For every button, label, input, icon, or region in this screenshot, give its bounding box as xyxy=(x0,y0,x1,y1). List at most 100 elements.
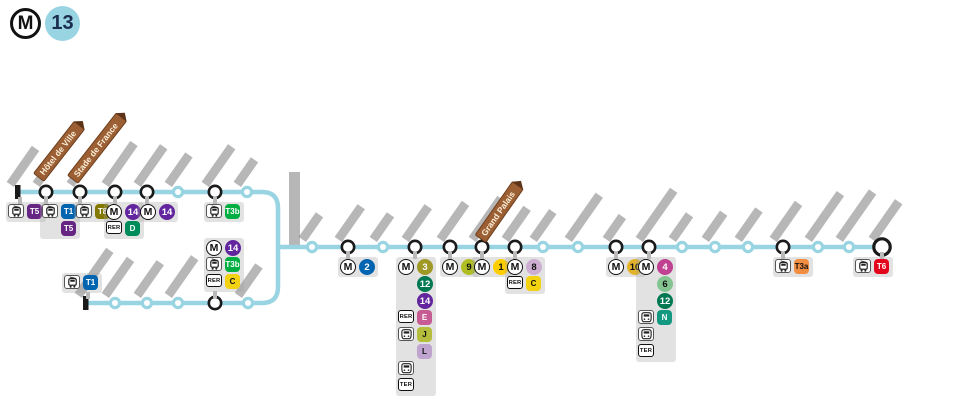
station-marker[interactable] xyxy=(376,240,390,254)
station-marker[interactable] xyxy=(571,240,585,254)
line-badge-T3a: T3a xyxy=(794,259,809,274)
line-13-bullet: 13 xyxy=(45,6,80,41)
badge-connector xyxy=(18,197,22,204)
station-marker[interactable] xyxy=(240,185,254,199)
badge-connector xyxy=(880,252,884,259)
station-marker[interactable] xyxy=(305,240,319,254)
line-badge-14: 14 xyxy=(159,204,175,220)
train-icon xyxy=(638,327,654,341)
line-badge-N: N xyxy=(657,310,672,325)
line-badge-14: 14 xyxy=(417,293,433,309)
station-marker[interactable] xyxy=(811,240,825,254)
rer-icon: RER xyxy=(398,310,414,323)
tram-icon xyxy=(775,259,791,273)
tram-icon xyxy=(855,259,871,273)
line-badge-T3b: T3b xyxy=(225,204,240,219)
metro-icon: M xyxy=(638,259,654,275)
ter-badge: TER xyxy=(398,378,414,391)
hidden-station-name-placeholder xyxy=(289,172,300,248)
badge-connector xyxy=(78,197,82,204)
line-badge-C: C xyxy=(225,274,240,289)
badge-connector xyxy=(647,252,651,259)
train-icon xyxy=(398,327,414,341)
terminus-cap xyxy=(15,185,21,199)
badge-connector xyxy=(346,252,350,259)
tram-icon xyxy=(8,204,24,218)
tram-icon xyxy=(206,204,222,218)
train-icon-glyph xyxy=(640,311,652,322)
metro-icon: M xyxy=(398,259,414,275)
line-badge-12: 12 xyxy=(417,276,433,292)
rer-icon: RER xyxy=(206,274,222,287)
tram-icon-glyph xyxy=(209,204,219,217)
train-icon xyxy=(398,361,414,375)
badge-connector xyxy=(448,252,452,259)
metro-logo-icon: M xyxy=(10,8,41,39)
tram-icon xyxy=(206,257,222,271)
tram-icon-glyph xyxy=(11,204,21,217)
metro-icon: M xyxy=(474,259,490,275)
tram-icon-glyph xyxy=(45,204,55,217)
line-badge-2: 2 xyxy=(359,259,375,275)
line-badge-12: 12 xyxy=(657,293,673,309)
tram-icon xyxy=(64,275,80,289)
station-marker[interactable] xyxy=(536,240,550,254)
badge-connector xyxy=(213,197,217,204)
badge-connector xyxy=(44,197,48,204)
tram-icon xyxy=(76,204,92,218)
tram-icon-glyph xyxy=(67,275,77,288)
line-badge-C: C xyxy=(526,276,541,291)
rer-icon: RER xyxy=(507,276,523,289)
station-marker[interactable] xyxy=(241,296,255,310)
line-badge-6: 6 xyxy=(657,276,673,292)
metro-icon: M xyxy=(507,259,523,275)
station-marker[interactable] xyxy=(675,240,689,254)
metro-icon: M xyxy=(340,259,356,275)
train-icon xyxy=(638,310,654,324)
line-badge-T5: T5 xyxy=(61,221,76,236)
tram-icon-glyph xyxy=(79,204,89,217)
badge-connector xyxy=(513,252,517,259)
badge-connector xyxy=(113,197,117,204)
tram-icon-glyph xyxy=(778,259,788,272)
train-icon-glyph xyxy=(400,328,412,339)
station-marker[interactable] xyxy=(708,240,722,254)
line-badge-8: 8 xyxy=(526,259,542,275)
tram-icon xyxy=(42,204,58,218)
station-marker[interactable] xyxy=(171,296,185,310)
station-marker[interactable] xyxy=(842,240,856,254)
rer-icon: RER xyxy=(106,221,122,234)
line-badge-E: E xyxy=(417,310,432,325)
line-badge-L: L xyxy=(417,344,432,359)
badge-connector xyxy=(86,292,90,299)
tram-icon-glyph xyxy=(209,257,219,270)
line-badge-J: J xyxy=(417,327,432,342)
tram-icon-glyph xyxy=(858,259,868,272)
station-marker[interactable] xyxy=(171,185,185,199)
metro-icon: M xyxy=(206,240,222,256)
line-badge-3: 3 xyxy=(417,259,433,275)
badge-connector xyxy=(413,252,417,259)
badge-connector xyxy=(213,291,217,298)
metro-icon: M xyxy=(140,204,156,220)
line-badge-T3b: T3b xyxy=(225,257,240,272)
station-marker[interactable] xyxy=(108,296,122,310)
train-icon-glyph xyxy=(640,328,652,339)
line-badge-9: 9 xyxy=(461,259,477,275)
line-badge-14: 14 xyxy=(125,204,141,220)
line-badge-T1: T1 xyxy=(83,275,98,290)
badge-connector xyxy=(614,252,618,259)
station-marker[interactable] xyxy=(741,240,755,254)
metro-icon: M xyxy=(106,204,122,220)
terminus-cap xyxy=(83,296,89,310)
line-badge-D: D xyxy=(125,221,140,236)
metro-icon: M xyxy=(442,259,458,275)
interchange-station-marker[interactable] xyxy=(207,295,223,311)
line-badge-T6: T6 xyxy=(874,259,889,274)
line-badge-4: 4 xyxy=(657,259,673,275)
line-badge-1: 1 xyxy=(493,259,509,275)
badge-connector xyxy=(145,197,149,204)
station-marker[interactable] xyxy=(140,296,154,310)
